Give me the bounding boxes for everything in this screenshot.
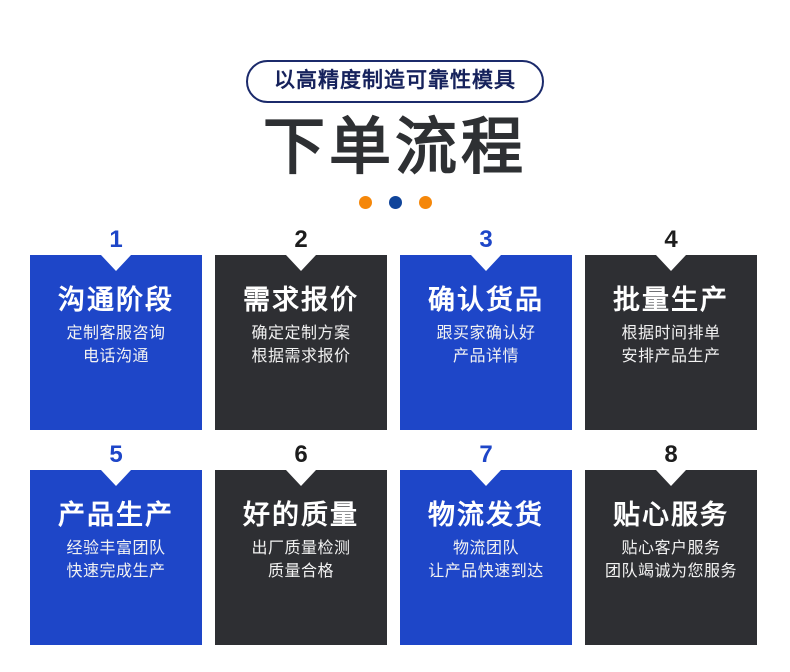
- step-desc-line-2: 产品详情: [452, 348, 519, 366]
- step-desc-6: 出厂质量检测 质量合格: [215, 537, 387, 583]
- step-number-8: 8: [664, 441, 678, 468]
- step-desc-line-2: 团队竭诚为您服务: [604, 563, 737, 581]
- step-desc-line-1: 跟买家确认好: [436, 325, 536, 343]
- dot-3-icon: [418, 196, 432, 210]
- step-number-6: 6: [294, 441, 308, 468]
- step-card-5: 5 产品生产 经验丰富团队 快速完成生产: [30, 443, 202, 645]
- notch-arrow-icon: [286, 470, 316, 486]
- step-card-4: 4 批量生产 根据时间排单 安排产品生产: [585, 228, 757, 430]
- step-number-1: 1: [109, 226, 123, 253]
- step-desc-line-1: 定制客服咨询: [66, 325, 166, 343]
- step-title-1: 沟通阶段: [58, 285, 174, 315]
- step-card-8: 8 贴心服务 贴心客户服务 团队竭诚为您服务: [585, 443, 757, 645]
- step-desc-line-2: 让产品快速到达: [428, 563, 544, 581]
- step-title-7: 物流发货: [428, 500, 544, 530]
- step-desc-line-1: 经验丰富团队: [66, 540, 166, 558]
- step-desc-2: 确定定制方案 根据需求报价: [215, 322, 387, 368]
- step-desc-line-2: 安排产品生产: [621, 348, 721, 366]
- notch-arrow-icon: [656, 255, 686, 271]
- step-card-2: 2 需求报价 确定定制方案 根据需求报价: [215, 228, 387, 430]
- step-card-1: 1 沟通阶段 定制客服咨询 电话沟通: [30, 228, 202, 430]
- step-title-5: 产品生产: [58, 500, 174, 530]
- step-number-4: 4: [664, 226, 678, 253]
- dot-1-icon: [358, 196, 372, 210]
- step-number-5: 5: [109, 441, 123, 468]
- notch-arrow-icon: [471, 470, 501, 486]
- step-desc-line-2: 质量合格: [267, 563, 334, 581]
- subtitle-pill: 以高精度制造可靠性模具: [246, 60, 544, 104]
- step-title-3: 确认货品: [428, 285, 544, 315]
- step-desc-7: 物流团队 让产品快速到达: [400, 537, 572, 583]
- step-desc-line-1: 出厂质量检测: [251, 540, 351, 558]
- step-desc-1: 定制客服咨询 电话沟通: [30, 322, 202, 368]
- notch-arrow-icon: [286, 255, 316, 271]
- step-title-4: 批量生产: [613, 285, 729, 315]
- step-card-3: 3 确认货品 跟买家确认好 产品详情: [400, 228, 572, 430]
- step-desc-line-2: 快速完成生产: [66, 563, 166, 581]
- step-title-8: 贴心服务: [613, 500, 729, 530]
- step-desc-line-1: 贴心客户服务: [621, 540, 721, 558]
- notch-arrow-icon: [101, 255, 131, 271]
- notch-arrow-icon: [471, 255, 501, 271]
- step-desc-line-1: 物流团队: [452, 540, 519, 558]
- page-header: 以高精度制造可靠性模具 下单流程: [0, 0, 790, 210]
- step-desc-5: 经验丰富团队 快速完成生产: [30, 537, 202, 583]
- step-title-6: 好的质量: [243, 500, 359, 530]
- step-desc-8: 贴心客户服务 团队竭诚为您服务: [585, 537, 757, 583]
- page-title: 下单流程: [262, 113, 527, 183]
- step-desc-4: 根据时间排单 安排产品生产: [585, 322, 757, 368]
- step-number-7: 7: [479, 441, 493, 468]
- step-desc-line-2: 根据需求报价: [251, 348, 351, 366]
- step-card-7: 7 物流发货 物流团队 让产品快速到达: [400, 443, 572, 645]
- step-number-2: 2: [294, 226, 308, 253]
- notch-arrow-icon: [656, 470, 686, 486]
- decorative-dots: [0, 196, 790, 210]
- step-title-2: 需求报价: [243, 285, 359, 315]
- step-desc-line-1: 根据时间排单: [621, 325, 721, 343]
- notch-arrow-icon: [101, 470, 131, 486]
- step-card-6: 6 好的质量 出厂质量检测 质量合格: [215, 443, 387, 645]
- step-desc-3: 跟买家确认好 产品详情: [400, 322, 572, 368]
- dot-2-icon: [388, 196, 402, 210]
- steps-grid: 1 沟通阶段 定制客服咨询 电话沟通 2 需求报价 确定定制方案 根据需求报价 …: [30, 228, 760, 645]
- step-desc-line-2: 电话沟通: [82, 348, 149, 366]
- step-number-3: 3: [479, 226, 493, 253]
- step-desc-line-1: 确定定制方案: [251, 325, 351, 343]
